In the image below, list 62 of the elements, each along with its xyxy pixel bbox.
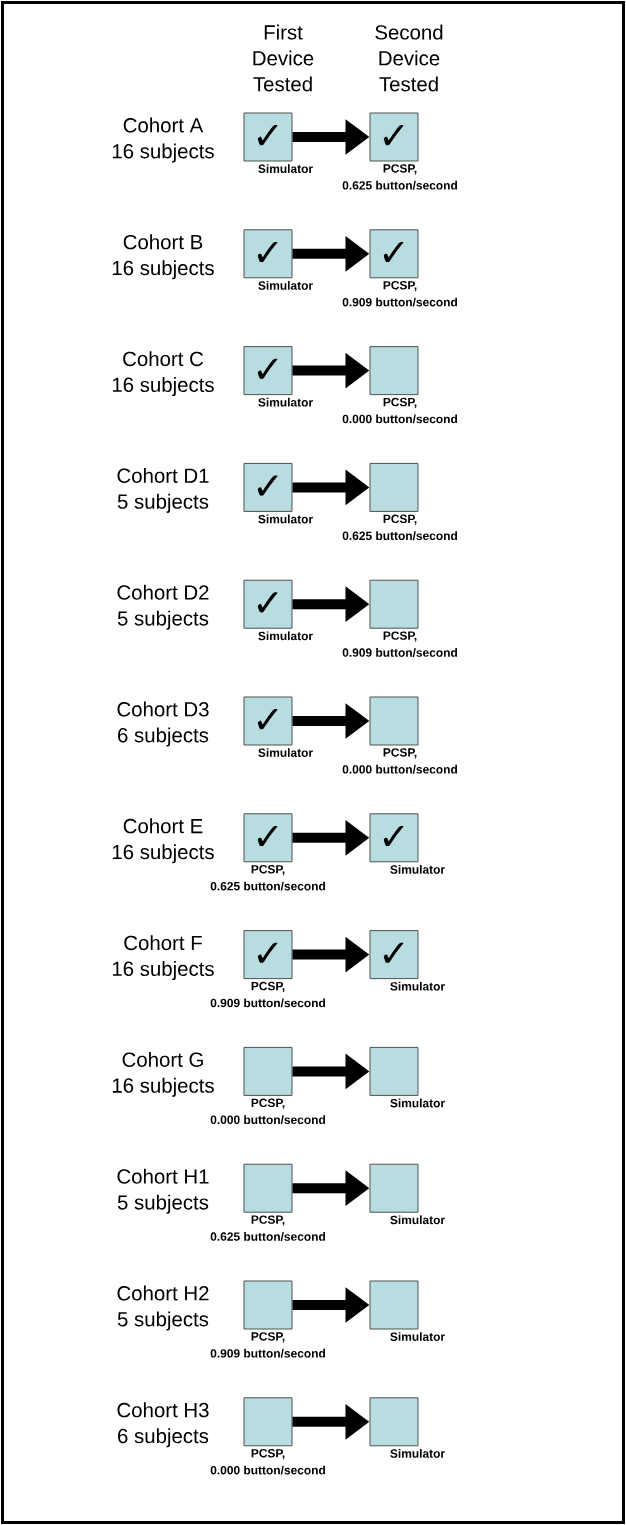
cohort-label: Cohort D3 6 subjects xyxy=(117,701,209,747)
device-label: PCSP, 0.625 button/second xyxy=(342,164,457,190)
cohort-label: Cohort H2 5 subjects xyxy=(117,1285,209,1331)
device-label: Simulator xyxy=(390,1098,445,1108)
device-box xyxy=(369,696,419,746)
device-label: Simulator xyxy=(258,164,313,173)
device-box: ✓ xyxy=(243,696,293,746)
device-label: Simulator xyxy=(390,1449,445,1458)
device-box: ✓ xyxy=(243,112,293,162)
column-heading: First Device Tested xyxy=(253,24,314,92)
device-label: Simulator xyxy=(390,1215,445,1225)
device-label: PCSP, 0.000 button/second xyxy=(342,748,457,774)
device-label: PCSP, 0.909 button/second xyxy=(342,631,457,657)
cohort-label: Cohort H3 6 subjects xyxy=(117,1402,209,1448)
cohort-label: Cohort C 16 subjects xyxy=(112,351,214,397)
device-box: ✓ xyxy=(243,579,293,629)
device-box: ✓ xyxy=(369,112,419,162)
device-box: ✓ xyxy=(369,930,419,980)
device-label: Simulator xyxy=(258,397,313,407)
device-box xyxy=(243,1046,293,1096)
device-label: Simulator xyxy=(258,514,313,524)
device-label: Simulator xyxy=(258,281,313,290)
device-label: Simulator xyxy=(390,1332,445,1341)
device-box: ✓ xyxy=(243,462,293,512)
device-label: PCSP, 0.909 button/second xyxy=(210,1332,325,1358)
device-label: PCSP, 0.000 button/second xyxy=(210,1449,325,1475)
device-box xyxy=(369,579,419,629)
device-label: Simulator xyxy=(390,865,445,874)
cohort-label: Cohort A 16 subjects xyxy=(112,117,214,163)
device-label: PCSP, 0.625 button/second xyxy=(342,514,457,541)
device-box: ✓ xyxy=(369,813,419,863)
device-box: ✓ xyxy=(243,813,293,863)
device-box xyxy=(243,1280,293,1330)
device-label: PCSP, 0.909 button/second xyxy=(342,281,457,307)
cohort-label: Cohort B 16 subjects xyxy=(112,234,214,280)
cohort-label: Cohort E 16 subjects xyxy=(112,818,214,864)
device-label: PCSP, 0.625 button/second xyxy=(210,1215,325,1241)
device-box xyxy=(243,1397,293,1447)
cohort-label: Cohort F 16 subjects xyxy=(112,935,214,981)
device-label: Simulator xyxy=(258,631,313,641)
cohort-label: Cohort G 16 subjects xyxy=(112,1051,214,1097)
cohort-label: Cohort D2 5 subjects xyxy=(117,584,209,630)
device-box: ✓ xyxy=(243,930,293,980)
device-label: PCSP, 0.909 button/second xyxy=(210,981,325,1008)
cohort-label: Cohort D1 5 subjects xyxy=(117,467,209,513)
device-label: PCSP, 0.625 button/second xyxy=(210,865,325,891)
device-label: Simulator xyxy=(390,981,445,991)
device-box: ✓ xyxy=(243,229,293,279)
device-box xyxy=(369,346,419,396)
device-box xyxy=(243,1163,293,1213)
device-box xyxy=(369,462,419,512)
device-box xyxy=(369,1046,419,1096)
device-box xyxy=(369,1163,419,1213)
device-label: PCSP, 0.000 button/second xyxy=(342,397,457,424)
device-box: ✓ xyxy=(369,229,419,279)
column-heading: Second Device Tested xyxy=(375,24,443,92)
device-label: PCSP, 0.000 button/second xyxy=(210,1098,325,1125)
cohort-label: Cohort H1 5 subjects xyxy=(117,1168,209,1214)
device-box xyxy=(369,1397,419,1447)
device-label: Simulator xyxy=(258,748,313,757)
device-box xyxy=(369,1280,419,1330)
device-box: ✓ xyxy=(243,346,293,396)
